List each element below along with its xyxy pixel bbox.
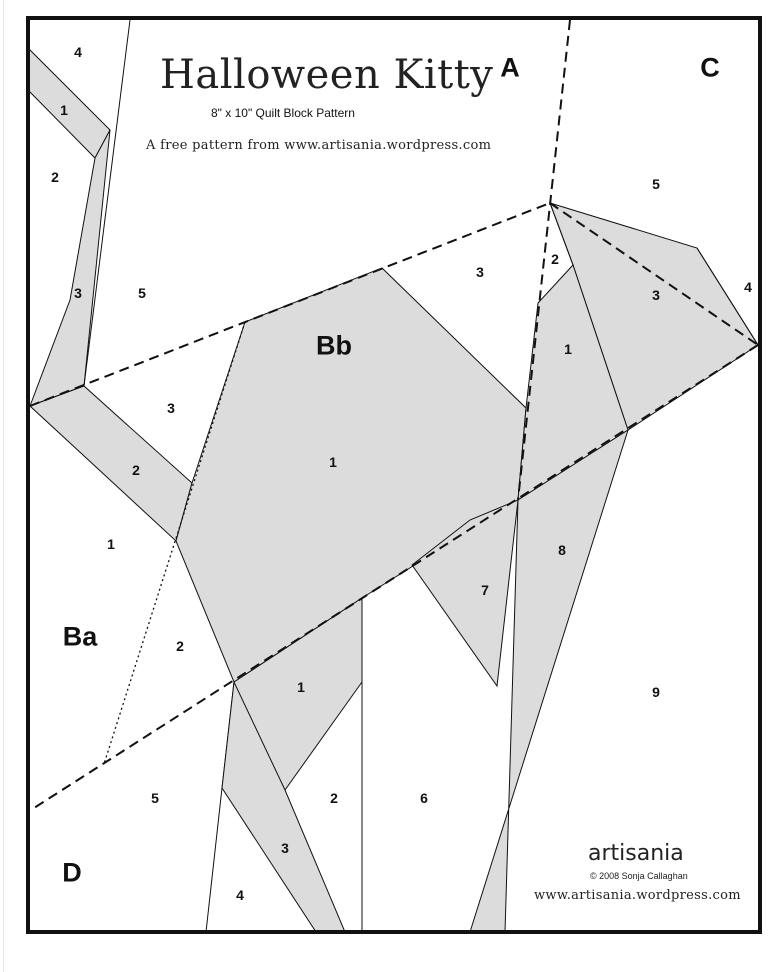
seam-line [696,247,759,346]
piece-number: 4 [744,279,752,295]
piece-number: 5 [652,176,660,192]
section-label-bb: Bb [316,330,352,361]
piece-number: 8 [558,542,566,558]
piece-number: 3 [74,285,82,301]
piece-number: 3 [167,400,175,416]
piece-number: 2 [176,638,184,654]
seam-line [83,19,131,387]
section-line-ba [103,321,246,765]
hind-foot-piece [221,680,346,933]
page-edge-line [3,0,4,972]
piece-number: 1 [297,679,305,695]
piece-number: 3 [652,287,660,303]
section-line-a-c [517,19,571,501]
piece-number: 2 [330,790,338,806]
section-label-c: C [700,52,720,83]
piece-number: 6 [420,790,428,806]
section-line-c-right [549,202,759,346]
free-pattern-note: A free pattern from www.artisania.wordpr… [146,138,492,153]
piece-number: 2 [51,169,59,185]
piece-number: 2 [132,462,140,478]
piece-number: 2 [551,251,559,267]
page-title: Halloween Kitty [160,52,494,98]
piece-number: 1 [564,341,572,357]
piece-number: 3 [281,840,289,856]
piece-number: 3 [476,264,484,280]
piece-number: 5 [138,285,146,301]
section-label-ba: Ba [62,621,98,652]
copyright-text: © 2008 Sonja Callaghan [590,871,688,881]
piece-number: 1 [60,102,68,118]
piece-number: 9 [652,684,660,700]
piece-number: 1 [329,454,337,470]
seam-line [205,787,223,933]
section-label-a: A [500,52,520,83]
piece-number: 4 [74,44,82,60]
brand-name: artisania [588,841,684,866]
seam-line [549,202,574,266]
pattern-frame [26,16,762,934]
piece-number: 7 [481,582,489,598]
piece-number: 4 [236,887,244,903]
piece-number: 1 [107,536,115,552]
piece-number: 5 [151,790,159,806]
section-label-d: D [62,857,82,888]
subtitle: 8" x 10" Quilt Block Pattern [211,106,355,120]
website-url: www.artisania.wordpress.com [534,888,741,903]
section-line-bb-top [29,202,551,407]
